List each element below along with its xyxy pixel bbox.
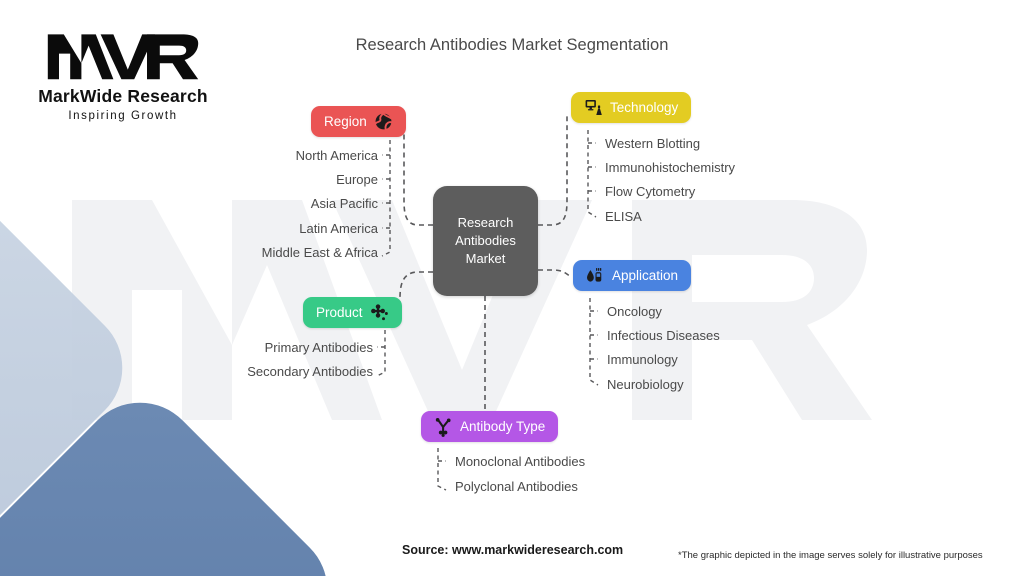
center-node-label: Research Antibodies Market [455, 214, 516, 268]
leaf-region-2: Asia Pacific [310, 196, 378, 211]
leaf-technology-3: ELISA [605, 209, 642, 224]
leaf-region-3: Latin America [299, 221, 378, 236]
molecule-icon [370, 303, 389, 322]
center-node-line-1: Research [457, 215, 514, 230]
leaf-application-3: Neurobiology [607, 377, 684, 392]
center-node-line-2: Antibodies [455, 233, 516, 248]
page-title: Research Antibodies Market Segmentation [355, 36, 669, 54]
connector-product-spine [376, 330, 386, 377]
branch-badge-antibody-type[interactable]: Antibody Type [421, 411, 559, 442]
leaf-antibody-1: Polyclonal Antibodies [455, 479, 578, 494]
branch-label-product: Product [316, 305, 363, 320]
connector-antibody-spine [437, 448, 447, 491]
center-node-line-3: Market [465, 251, 506, 266]
leaf-application-0: Oncology [607, 304, 662, 319]
branch-label-application: Application [612, 268, 679, 283]
logo-company-name: MarkWide Research [38, 86, 208, 106]
branch-badge-technology[interactable]: Technology [571, 92, 692, 123]
leaf-region-1: Europe [336, 172, 378, 187]
leaf-product-1: Secondary Antibodies [247, 364, 373, 379]
connector-technology [538, 116, 568, 226]
connector-region [403, 124, 433, 226]
connector-application [538, 269, 571, 277]
antibody-icon [434, 417, 453, 437]
center-node: Research Antibodies Market [433, 186, 538, 296]
leaf-product-0: Primary Antibodies [264, 340, 373, 355]
branch-label-antibody-type: Antibody Type [460, 419, 546, 434]
logo-tagline: Inspiring Growth [68, 110, 178, 122]
connector-product [395, 271, 433, 314]
disclaimer-text: *The graphic depicted in the image serve… [678, 550, 983, 561]
brand-logo: MarkWide Research Inspiring Growth [28, 28, 218, 122]
logo-mark-icon [47, 34, 199, 80]
connector-region-spine [381, 140, 391, 257]
leaf-technology-1: Immunohistochemistry [605, 160, 736, 175]
leaf-application-1: Infectious Diseases [607, 328, 720, 343]
branch-label-region: Region [324, 114, 367, 129]
leaf-region-0: North America [295, 148, 378, 163]
leaf-technology-2: Flow Cytometry [605, 184, 696, 199]
globe-icon [374, 112, 393, 131]
leaf-application-2: Immunology [607, 352, 678, 367]
leaf-technology-0: Western Blotting [605, 136, 701, 151]
leaf-antibody-0: Monoclonal Antibodies [455, 454, 586, 469]
branch-badge-application[interactable]: Application [573, 260, 692, 291]
blood-drop-test-tube-icon [586, 266, 605, 285]
branch-badge-product[interactable]: Product [303, 297, 402, 328]
source-text: Source: www.markwideresearch.com [402, 543, 624, 557]
leaf-region-4: Middle East & Africa [261, 245, 378, 260]
computer-microscope-icon [584, 98, 603, 117]
branch-badge-region[interactable]: Region [311, 106, 406, 137]
branch-label-technology: Technology [610, 100, 679, 115]
